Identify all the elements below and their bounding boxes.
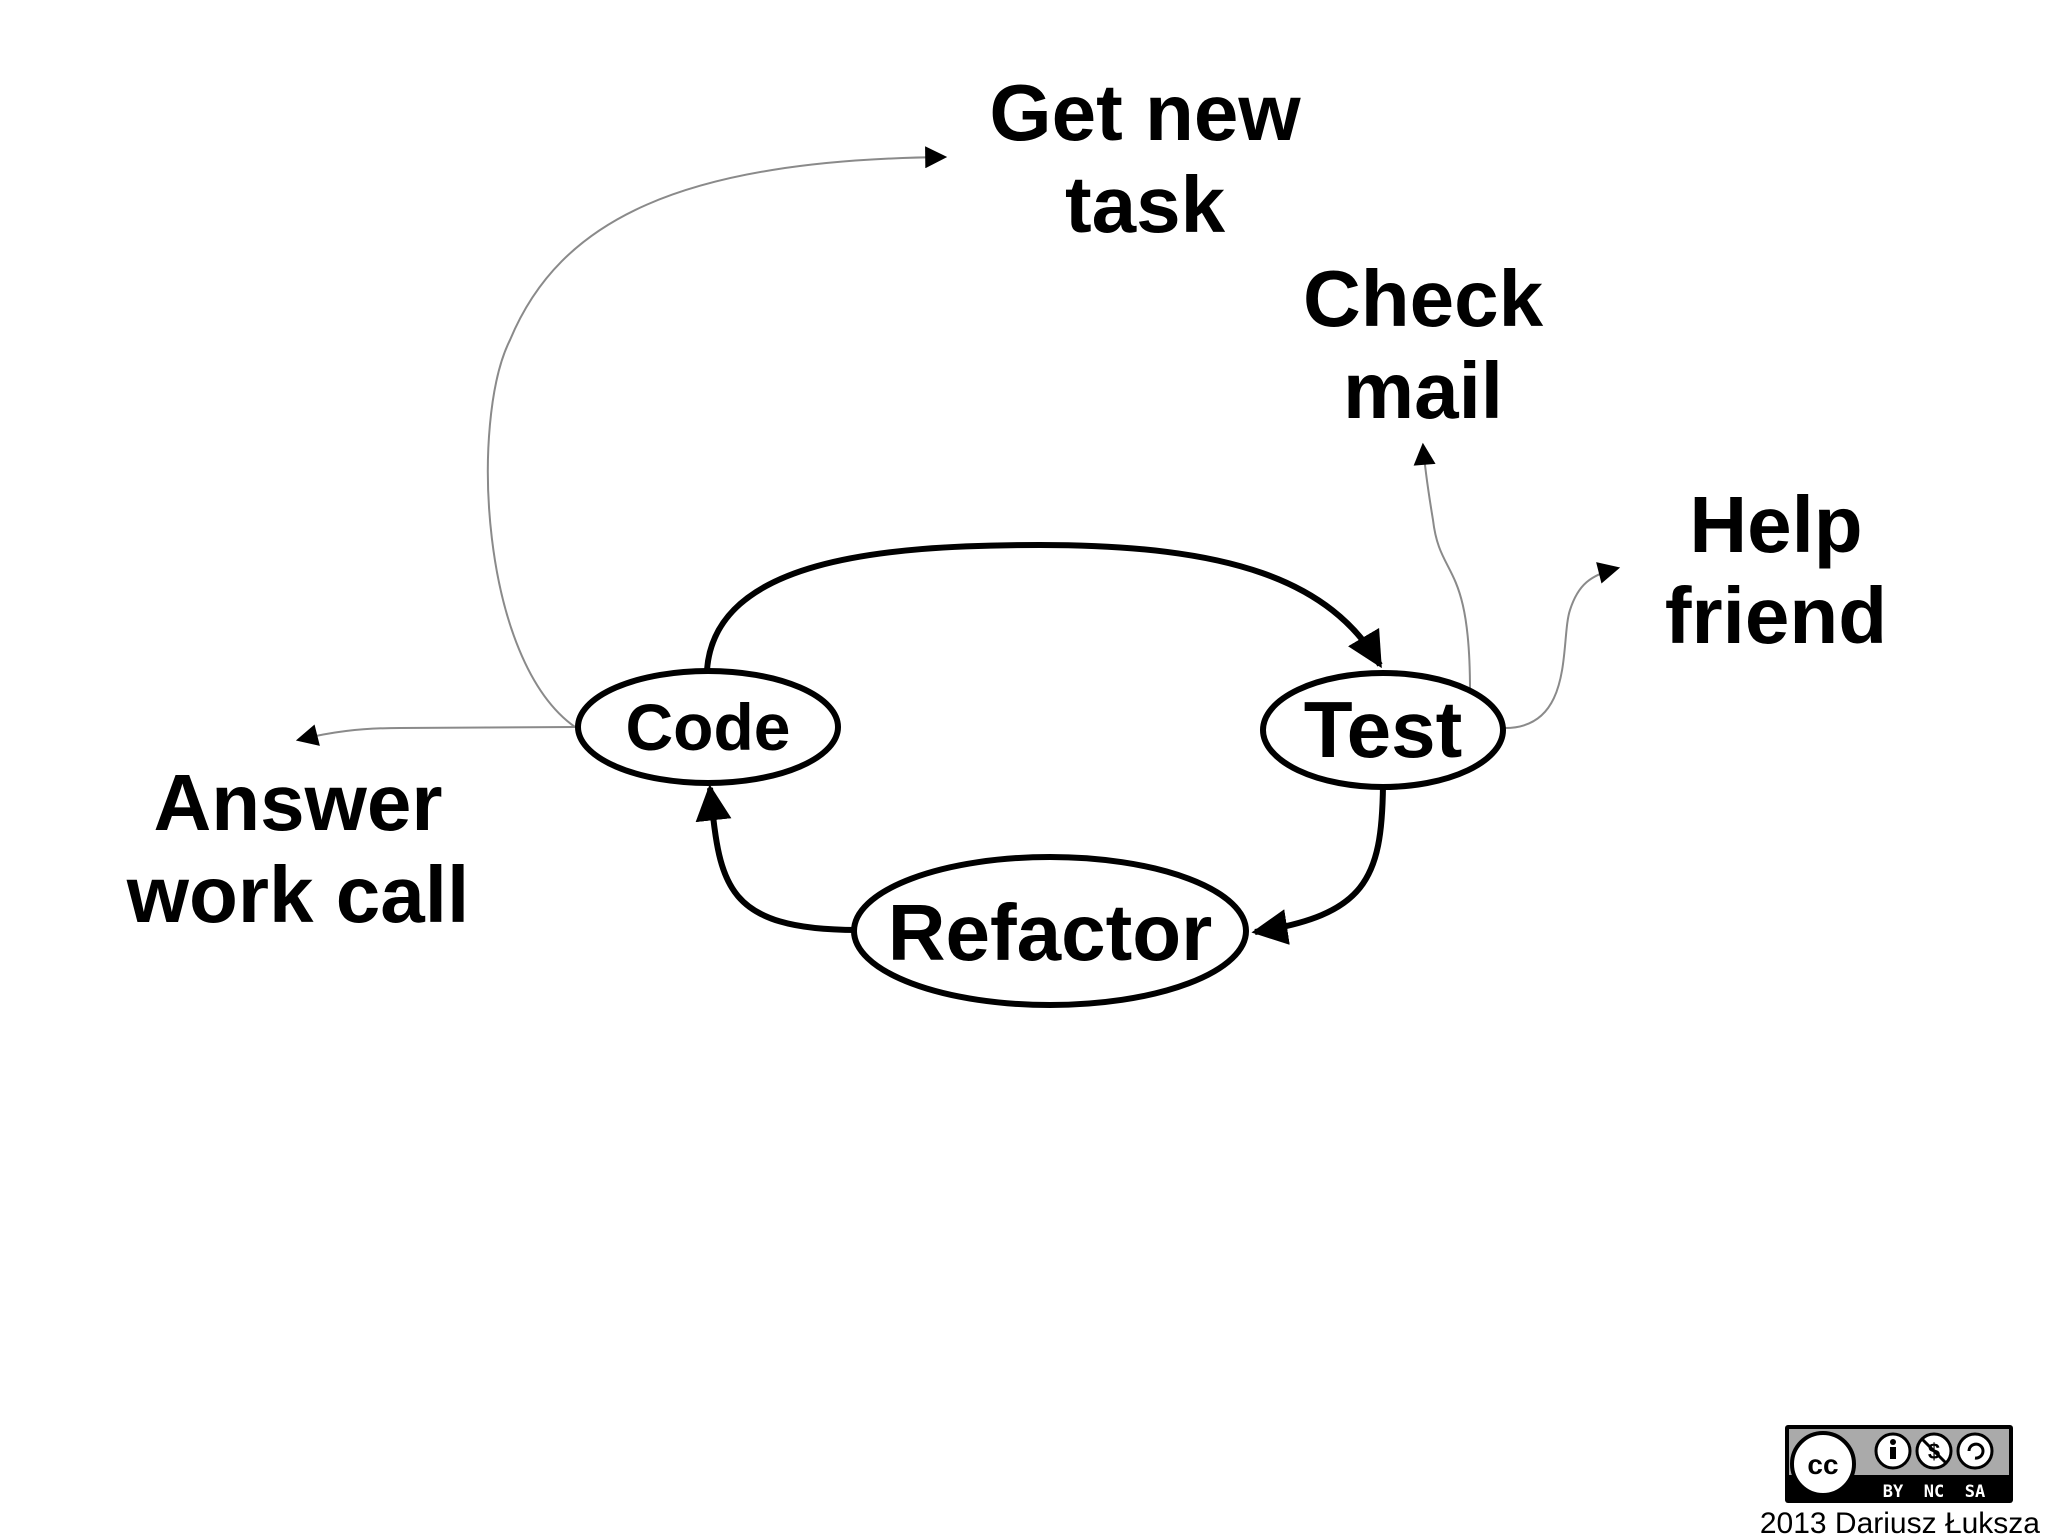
arrow-test-to-check-mail: [1413, 442, 1471, 691]
label-answer-work-call: Answer work call: [126, 758, 469, 939]
label-get-new-task: Get new task: [989, 68, 1301, 249]
node-refactor: Refactor: [851, 854, 1249, 1008]
node-test: Test: [1260, 670, 1506, 790]
sa-icon: [1956, 1432, 1994, 1470]
node-refactor-label: Refactor: [888, 888, 1213, 977]
arrow-code-to-answer-work-call: [295, 724, 576, 746]
node-code-label: Code: [626, 690, 791, 764]
node-test-label: Test: [1304, 685, 1463, 774]
license-term-sa: SA: [1965, 1482, 1985, 1502]
label-check-mail-line2: mail: [1343, 346, 1503, 435]
arrow-test-to-refactor: [1251, 784, 1386, 945]
license-term-by: BY: [1883, 1482, 1904, 1502]
node-code: Code: [575, 668, 841, 786]
label-answer-work-call-line1: Answer: [154, 758, 443, 847]
arrow-code-to-test: [704, 541, 1383, 671]
label-help-friend: Help friend: [1665, 480, 1887, 660]
label-answer-work-call-line2: work call: [126, 850, 469, 939]
arrow-test-to-help-friend: [1504, 562, 1621, 729]
label-get-new-task-line1: Get new: [989, 68, 1301, 157]
label-check-mail: Check mail: [1303, 254, 1544, 435]
author-credit: 2013 Dariusz Łuksza: [1760, 1507, 2040, 1535]
license-term-nc: NC: [1924, 1482, 1944, 1502]
label-get-new-task-line2: task: [1065, 160, 1226, 249]
cc-by-nc-sa-icon: cc $ BY NC SA: [1785, 1425, 2013, 1503]
arrow-code-to-get-new-task: [486, 146, 948, 728]
label-check-mail-line1: Check: [1303, 254, 1544, 343]
arrow-refactor-to-code: [695, 784, 858, 933]
svg-text:cc: cc: [1807, 1449, 1838, 1480]
label-help-friend-line2: friend: [1665, 571, 1887, 660]
label-help-friend-line1: Help: [1689, 480, 1862, 569]
